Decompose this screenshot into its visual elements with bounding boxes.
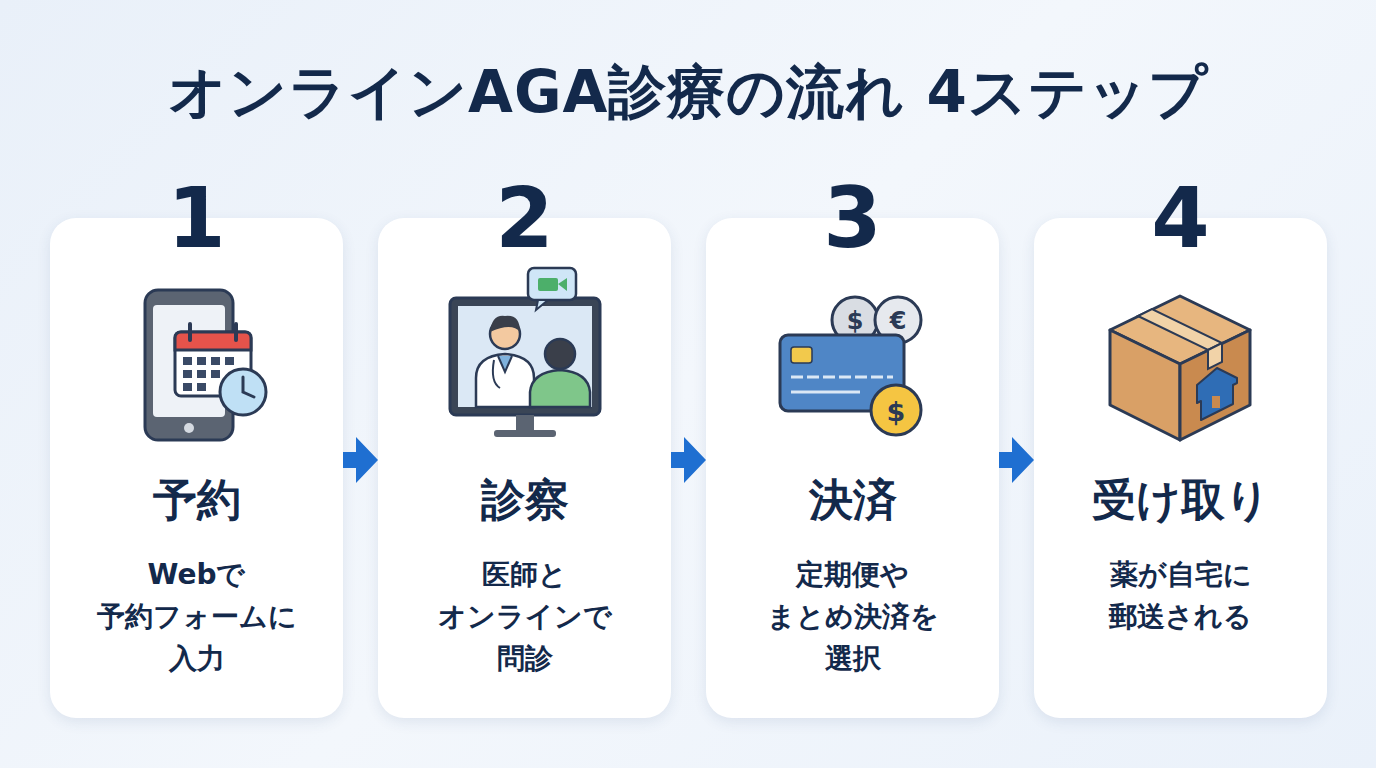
video-bubble [528,268,576,300]
calendar-cell [197,383,206,391]
calendar-cell [183,357,192,365]
calendar-grid [183,357,234,391]
payment-icon [780,297,921,435]
coin [875,297,921,343]
doctor-head [490,319,520,349]
patient-head [545,339,575,369]
calendar-cell [183,383,192,391]
step-heading: 診察 [378,472,671,528]
step-description: 医師と オンラインで 問診 [419,554,631,680]
calendar-cell [211,370,220,378]
step-number: 3 [706,170,999,266]
box-tape [1208,343,1222,369]
step-card: 1予約Webで 予約フォームに 入力 [50,218,343,718]
camera-lens [558,278,567,291]
clock-hands [243,377,254,397]
house-door [1212,396,1220,408]
step-heading: 予約 [50,472,343,528]
doctor-collar [498,356,512,372]
coin [832,297,878,343]
parcel-icon [1110,296,1250,440]
clock-face [220,369,266,415]
step-card: 3決済定期便や まとめ決済を 選択 [706,218,999,718]
step-description: 定期便や まとめ決済を 選択 [747,554,959,680]
card-name-line [791,391,860,394]
step-card: 2診察医師と オンラインで 問診 [378,218,671,718]
box-top [1110,296,1250,364]
stethoscope [493,360,500,388]
calendar-ring [188,324,192,340]
calendar-body [175,332,251,396]
phone-icon [145,290,266,440]
credit-card [780,335,904,411]
monitor-frame [450,298,600,415]
video-call-icon [450,268,600,437]
monitor-stand [516,415,534,430]
step-number: 1 [50,170,343,266]
diagram-title: オンラインAGA診療の流れ 4ステップ [0,52,1376,132]
phone-button [184,423,194,433]
step-number: 2 [378,170,671,266]
phone-body [145,290,233,440]
doctor-hair [490,316,520,332]
box-right [1180,330,1250,440]
step-number: 4 [1034,170,1327,266]
patient-body [530,370,590,407]
calendar-cell [183,370,192,378]
house-symbol [1197,368,1237,420]
step-description: 薬が自宅に 郵送される [1075,554,1287,638]
doctor-coat [476,354,534,407]
coin [871,385,921,435]
monitor-base [494,430,556,437]
flow-arrow [343,437,378,483]
calendar-ring [234,324,238,340]
camera-body [538,278,558,291]
calendar-cell [197,357,206,365]
phone-screen [153,305,225,417]
step-card: 4受け取り薬が自宅に 郵送される [1034,218,1327,718]
step-description: Webで 予約フォームに 入力 [91,554,303,680]
calendar-cell [225,357,234,365]
calendar-cell [211,357,220,365]
bubble-tail [536,300,548,310]
monitor-screen [458,306,592,407]
flow-arrow [671,437,706,483]
step-heading: 決済 [706,472,999,528]
step-heading: 受け取り [1034,472,1327,528]
box-tape [1138,309,1222,350]
flow-arrow [999,437,1034,483]
card-number [791,376,893,379]
calendar-cell [197,370,206,378]
card-chip [791,347,812,363]
calendar-header [175,332,251,350]
box-left [1110,330,1180,440]
